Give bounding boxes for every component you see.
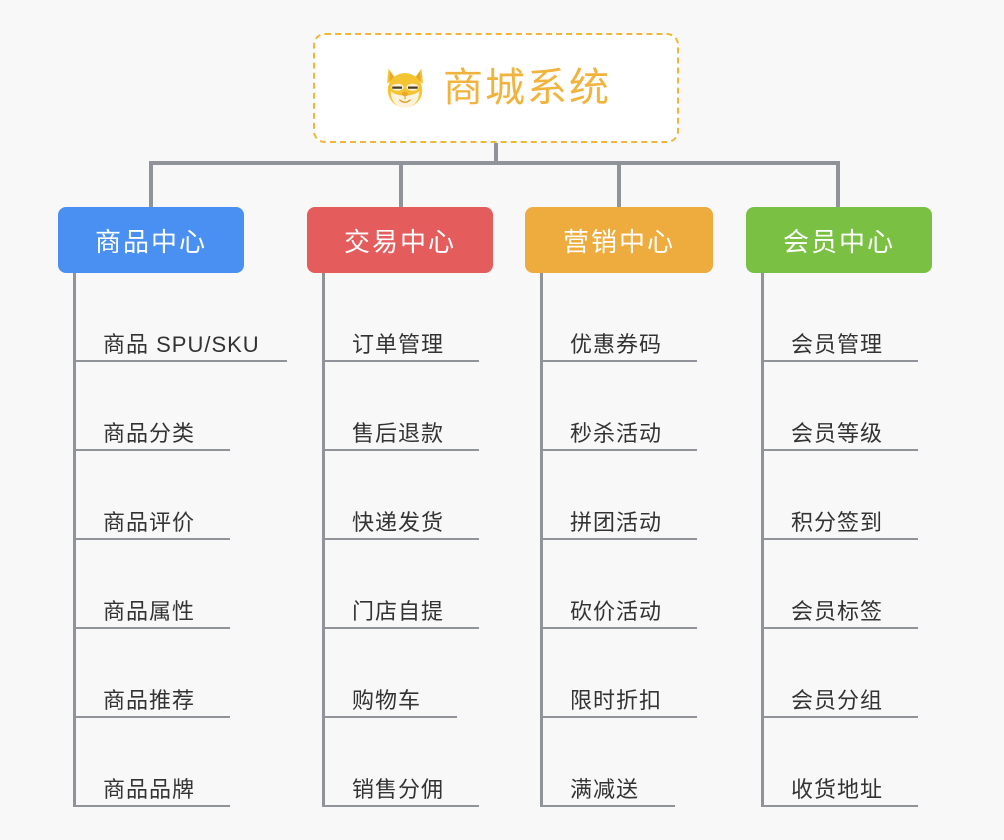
leaf-item-label: 满减送 (570, 776, 640, 802)
leaf-item-label: 拼团活动 (570, 509, 663, 535)
leaf-item-underline (322, 627, 479, 629)
leaf-item-label: 积分签到 (791, 509, 884, 535)
leaf-item[interactable]: 商品评价 (73, 451, 260, 540)
leaf-item[interactable]: 商品 SPU/SKU (73, 273, 287, 362)
leaf-item-label: 售后退款 (352, 420, 445, 446)
leaf-item[interactable]: 订单管理 (322, 273, 479, 362)
leaf-column-member-center: 会员管理会员等级积分签到会员标签会员分组收货地址 (761, 273, 918, 807)
leaf-item-label: 商品分类 (103, 420, 196, 446)
leaf-item-underline (540, 449, 697, 451)
leaf-item-label: 商品 SPU/SKU (103, 331, 260, 357)
leaf-item[interactable]: 销售分佣 (322, 718, 479, 807)
leaf-column-trade-center: 订单管理售后退款快递发货门店自提购物车销售分佣 (322, 273, 479, 807)
connector-drop-2 (399, 161, 403, 207)
column-spine (73, 273, 76, 807)
leaf-item-underline (73, 627, 230, 629)
connector-horizontal-bus (149, 161, 840, 165)
leaf-item-underline (540, 716, 697, 718)
leaf-item-underline (761, 449, 918, 451)
leaf-column-product-center: 商品 SPU/SKU 商品分类商品评价商品属性商品推荐商品品牌 (73, 273, 287, 807)
leaf-item-label: 秒杀活动 (570, 420, 663, 446)
leaf-column-marketing-center: 优惠券码秒杀活动拼团活动砍价活动限时折扣满减送 (540, 273, 697, 807)
leaf-item-label: 限时折扣 (570, 687, 663, 713)
column-spine (322, 273, 325, 807)
category-label: 交易中心 (343, 226, 456, 257)
connector-drop-4 (836, 161, 840, 207)
leaf-item-underline (761, 627, 918, 629)
leaf-item[interactable]: 售后退款 (322, 362, 479, 451)
leaf-item-underline (540, 627, 697, 629)
leaf-item[interactable]: 商品品牌 (73, 718, 260, 807)
leaf-item[interactable]: 门店自提 (322, 540, 479, 629)
leaf-item[interactable]: 商品分类 (73, 362, 260, 451)
leaf-item-label: 会员管理 (791, 331, 884, 357)
leaf-item-label: 快递发货 (352, 509, 445, 535)
category-label: 营销中心 (562, 226, 675, 257)
leaf-item-underline (540, 538, 697, 540)
leaf-item-underline (322, 449, 479, 451)
leaf-item[interactable]: 快递发货 (322, 451, 479, 540)
column-spine (540, 273, 543, 807)
leaf-item[interactable]: 会员分组 (761, 629, 918, 718)
category-label: 商品中心 (94, 226, 207, 257)
leaf-item-underline (761, 538, 918, 540)
leaf-item-label: 销售分佣 (352, 776, 445, 802)
connector-root-stem (494, 143, 498, 163)
leaf-item-label: 会员标签 (791, 598, 884, 624)
leaf-item[interactable]: 购物车 (322, 629, 457, 718)
root-node-shop-system[interactable]: 商城系统 (313, 33, 679, 143)
leaf-item-underline (322, 805, 479, 807)
connector-drop-3 (617, 161, 621, 207)
leaf-item-label: 优惠券码 (570, 331, 663, 357)
leaf-item-underline (761, 805, 918, 807)
leaf-item-underline (540, 805, 675, 807)
leaf-item-label: 购物车 (352, 687, 422, 713)
leaf-item[interactable]: 优惠券码 (540, 273, 697, 362)
leaf-item-label: 门店自提 (352, 598, 445, 624)
leaf-item-underline (322, 538, 479, 540)
leaf-item[interactable]: 商品属性 (73, 540, 260, 629)
category-box-member-center[interactable]: 会员中心 (746, 207, 932, 273)
leaf-item-label: 订单管理 (352, 331, 445, 357)
leaf-item-label: 商品推荐 (103, 687, 196, 713)
leaf-item-label: 砍价活动 (570, 598, 663, 624)
root-node-title: 商城系统 (443, 66, 611, 110)
leaf-item-label: 收货地址 (791, 776, 884, 802)
leaf-item-label: 商品品牌 (103, 776, 196, 802)
leaf-item-label: 会员分组 (791, 687, 884, 713)
leaf-item[interactable]: 会员等级 (761, 362, 918, 451)
leaf-item-underline (761, 716, 918, 718)
category-box-marketing-center[interactable]: 营销中心 (525, 207, 713, 273)
leaf-item[interactable]: 会员标签 (761, 540, 918, 629)
column-spine (761, 273, 764, 807)
leaf-item-underline (73, 449, 230, 451)
leaf-item-label: 会员等级 (791, 420, 884, 446)
leaf-item[interactable]: 收货地址 (761, 718, 918, 807)
leaf-item-label: 商品属性 (103, 598, 196, 624)
category-box-product-center[interactable]: 商品中心 (58, 207, 244, 273)
leaf-item-underline (73, 538, 230, 540)
leaf-item-underline (73, 716, 230, 718)
leaf-item-underline (73, 360, 287, 362)
leaf-item-underline (322, 716, 457, 718)
leaf-item[interactable]: 秒杀活动 (540, 362, 697, 451)
leaf-item[interactable]: 限时折扣 (540, 629, 697, 718)
leaf-item[interactable]: 会员管理 (761, 273, 918, 362)
leaf-item[interactable]: 积分签到 (761, 451, 918, 540)
category-box-trade-center[interactable]: 交易中心 (307, 207, 493, 273)
shiba-dog-icon (387, 68, 423, 109)
leaf-item-label: 商品评价 (103, 509, 196, 535)
connector-drop-1 (149, 161, 153, 207)
category-label: 会员中心 (782, 226, 895, 257)
leaf-item-underline (73, 805, 230, 807)
leaf-item[interactable]: 满减送 (540, 718, 675, 807)
leaf-item[interactable]: 拼团活动 (540, 451, 697, 540)
leaf-item[interactable]: 砍价活动 (540, 540, 697, 629)
leaf-item-underline (322, 360, 479, 362)
leaf-item-underline (761, 360, 918, 362)
leaf-item-underline (540, 360, 697, 362)
leaf-item[interactable]: 商品推荐 (73, 629, 260, 718)
